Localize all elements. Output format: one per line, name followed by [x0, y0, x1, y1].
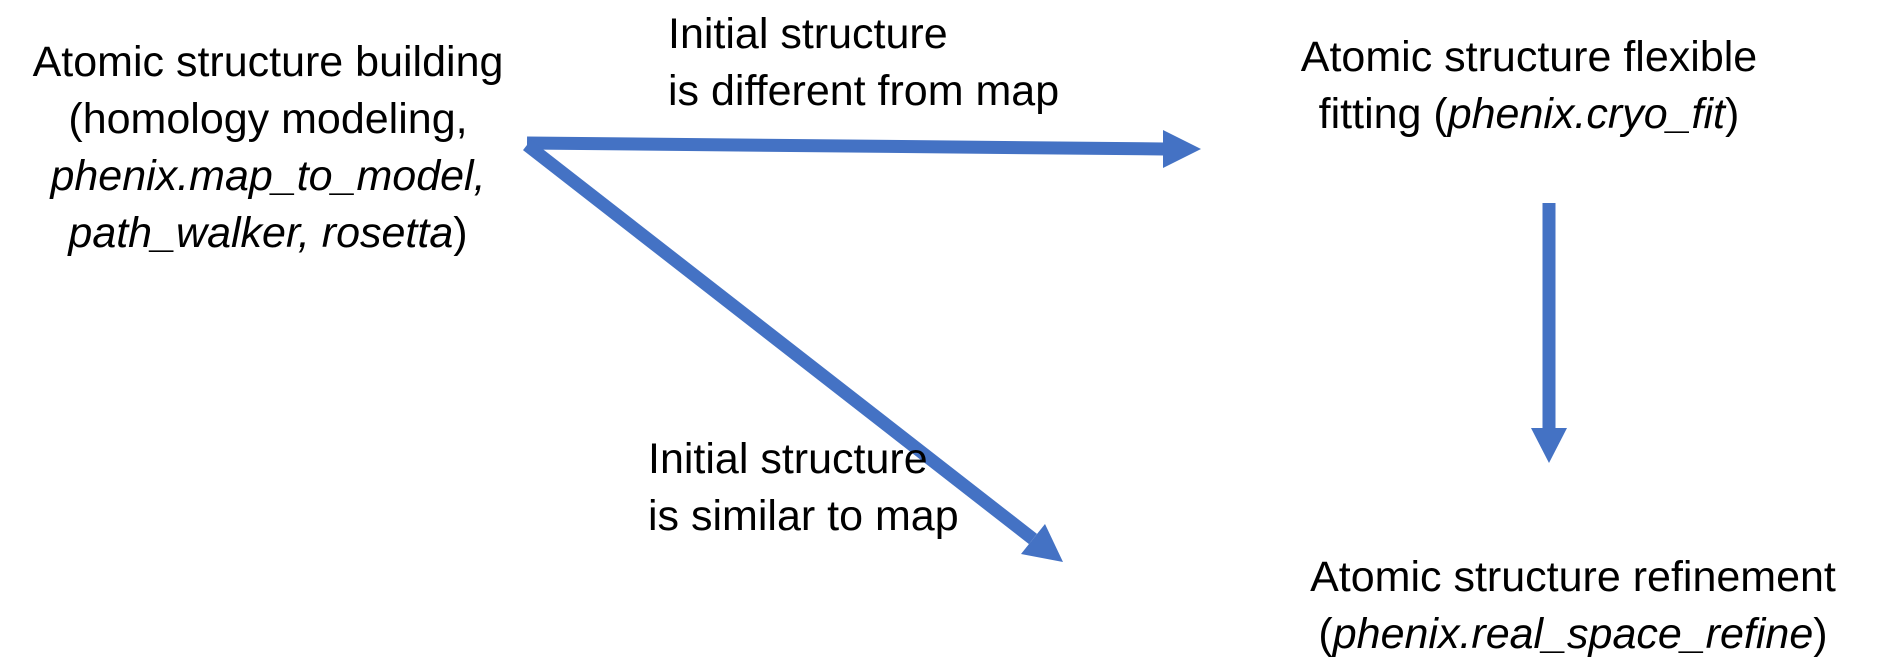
edge-label-different-line1: Initial structure — [668, 10, 948, 58]
arrow-building-to-refinement-shaft — [523, 139, 1037, 545]
node-structure-refinement-line1: Atomic structure refinement — [1310, 553, 1836, 601]
node-structure-refinement-tool: phenix.real_space_refine — [1332, 610, 1814, 658]
edge-label-similar-line2: is similar to map — [648, 492, 959, 540]
node-structure-building-line2: (homology modeling, — [68, 95, 468, 143]
edge-label-similar-line1: Initial structure — [648, 435, 928, 483]
node-structure-building-line4-tools: path_walker, rosetta — [68, 209, 454, 257]
edge-label-different-from-map: Initial structure is different from map — [668, 6, 1059, 120]
node-structure-refinement-line2-open: ( — [1318, 610, 1333, 658]
arrow-building-to-refinement-head — [1021, 524, 1063, 562]
node-flexible-fitting-line2-paren: ) — [1724, 90, 1740, 138]
node-flexible-fitting-line2-start: fitting ( — [1318, 90, 1448, 138]
node-structure-building-line3: phenix.map_to_model, — [50, 152, 486, 200]
node-structure-refinement-line2: (phenix.real_space_refine) — [1253, 606, 1884, 662]
node-structure-building: Atomic structure building (homology mode… — [8, 34, 528, 262]
node-structure-refinement-line2-close: ) — [1813, 610, 1828, 658]
node-structure-building-line4-paren: ) — [453, 209, 468, 257]
arrow-fitting-to-refinement-head — [1531, 428, 1567, 463]
node-structure-building-line4: path_walker, rosetta) — [8, 205, 528, 262]
edge-label-similar-to-map: Initial structure is similar to map — [648, 431, 959, 545]
node-structure-refinement: Atomic structure refinement (phenix.real… — [1253, 549, 1884, 662]
node-flexible-fitting-tool: phenix.cryo_fit — [1447, 90, 1725, 138]
node-structure-building-line1: Atomic structure building — [32, 38, 504, 86]
arrow-building-to-fitting-shaft — [526, 136, 1165, 156]
edge-label-different-line2: is different from map — [668, 67, 1060, 115]
node-flexible-fitting: Atomic structure flexible fitting (pheni… — [1279, 29, 1779, 143]
node-flexible-fitting-line1: Atomic structure flexible — [1300, 33, 1758, 81]
node-flexible-fitting-line2: fitting (phenix.cryo_fit) — [1279, 86, 1779, 143]
arrow-building-to-fitting-head — [1163, 130, 1201, 168]
